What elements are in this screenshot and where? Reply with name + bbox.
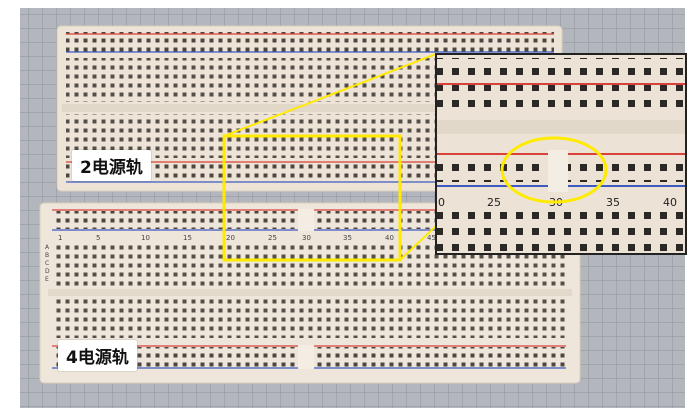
svg-text:45: 45 [427, 234, 436, 242]
highlight-rectangle [222, 134, 402, 262]
zoom-number-25: 25 [487, 196, 501, 209]
row-letter-c: C [45, 260, 49, 267]
svg-text:30: 30 [302, 234, 311, 242]
svg-text:25: 25 [268, 234, 277, 242]
label-2-power-rails: 2电源轨 [72, 150, 151, 181]
row-letter-a: A [45, 244, 50, 251]
svg-text:5: 5 [96, 234, 100, 242]
svg-text:40: 40 [385, 234, 394, 242]
row-letter-e: E [45, 276, 49, 283]
svg-text:20: 20 [226, 234, 235, 242]
svg-text:15: 15 [183, 234, 192, 242]
board-number: 1 [58, 234, 62, 242]
zoom-inset: 0 25 30 35 40 [435, 53, 687, 255]
svg-text:35: 35 [343, 234, 352, 242]
zoom-number-35: 35 [606, 196, 620, 209]
row-letter-d: D [45, 268, 50, 275]
zoom-connector-bottom [399, 225, 437, 261]
row-letter-b: B [45, 252, 49, 259]
label-4-power-rails: 4电源轨 [58, 340, 137, 371]
highlight-ellipse [500, 136, 608, 204]
zoom-number-0: 0 [438, 196, 445, 209]
zoom-number-40: 40 [663, 196, 677, 209]
zoom-connector-top [223, 53, 437, 137]
svg-text:10: 10 [141, 234, 150, 242]
